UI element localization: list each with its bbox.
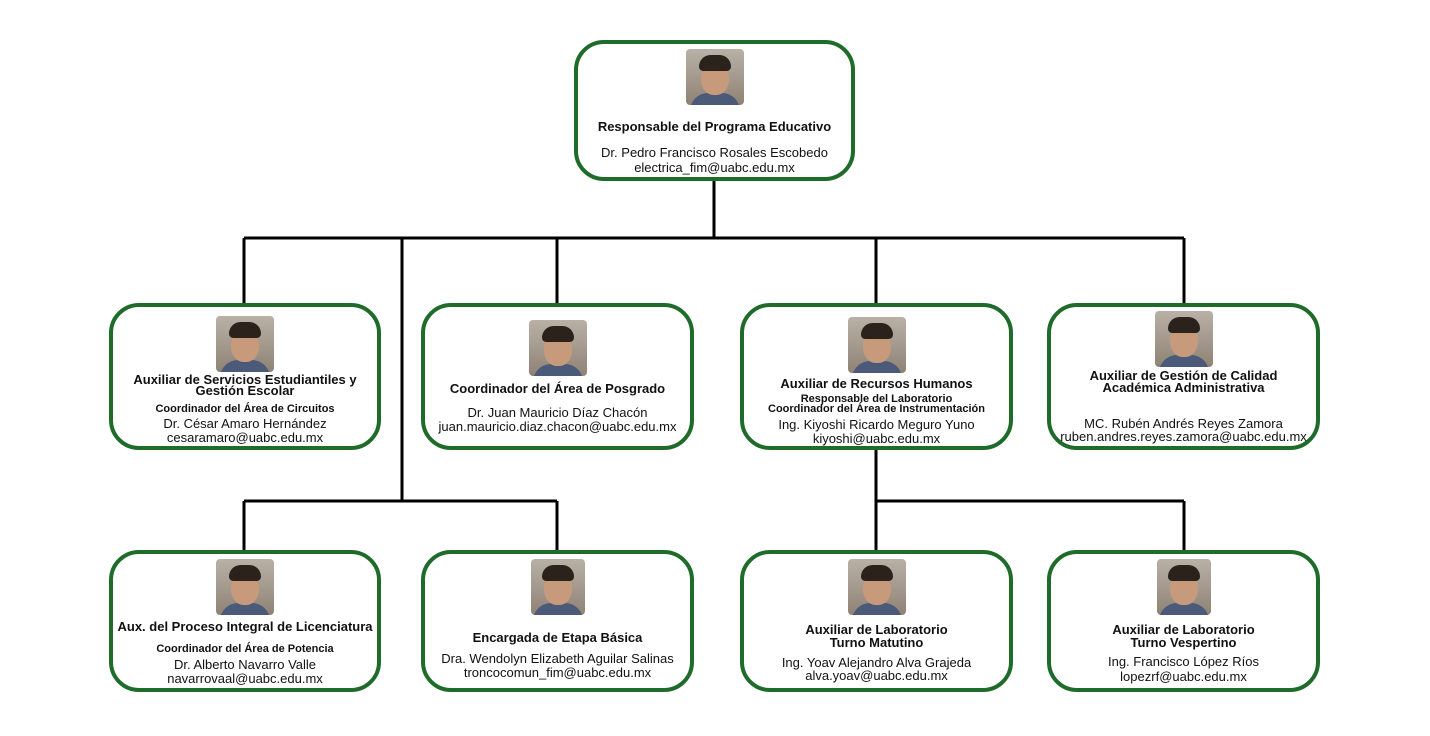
node-subrole-2: Coordinador del Área de Instrumentación xyxy=(768,403,985,415)
node-name: Dr. Juan Mauricio Díaz Chacón xyxy=(467,405,648,420)
node-role-line2: Académica Administrativa xyxy=(1102,380,1265,395)
avatar xyxy=(1154,311,1213,367)
node-basica: Encargada de Etapa Básica Dra. Wendolyn … xyxy=(421,550,694,692)
node-role: Auxiliar de Recursos Humanos xyxy=(780,376,973,391)
node-vespertino: Auxiliar de Laboratorio Turno Vespertino… xyxy=(1047,550,1320,692)
node-root: Responsable del Programa Educativo Dr. P… xyxy=(574,40,855,181)
node-name: Dra. Wendolyn Elizabeth Aguilar Salinas xyxy=(441,651,674,666)
node-email: kiyoshi@uabc.edu.mx xyxy=(812,431,941,446)
node-email: cesaramaro@uabc.edu.mx xyxy=(166,430,324,445)
avatar xyxy=(1156,559,1211,615)
node-role: Encargada de Etapa Básica xyxy=(472,630,643,645)
node-email: ruben.andres.reyes.zamora@uabc.edu.mx xyxy=(1060,429,1307,444)
node-rrhh: Auxiliar de Recursos Humanos Responsable… xyxy=(740,303,1013,450)
node-role-line2: Turno Matutino xyxy=(829,635,924,650)
node-subrole: Coordinador del Área de Potencia xyxy=(156,643,334,655)
node-licenciatura: Aux. del Proceso Integral de Licenciatur… xyxy=(109,550,381,692)
avatar xyxy=(528,320,587,376)
avatar xyxy=(847,317,906,373)
node-calidad: Auxiliar de Gestión de Calidad Académica… xyxy=(1047,303,1320,450)
node-name: Ing. Yoav Alejandro Alva Grajeda xyxy=(781,655,972,670)
node-role: Aux. del Proceso Integral de Licenciatur… xyxy=(117,619,373,634)
node-role: Responsable del Programa Educativo xyxy=(597,119,832,134)
node-role-line1: Auxiliar de Laboratorio xyxy=(1112,622,1255,637)
avatar xyxy=(216,316,274,372)
node-servicios: Auxiliar de Servicios Estudiantiles y Ge… xyxy=(109,303,381,450)
node-name: Dr. Alberto Navarro Valle xyxy=(173,657,317,672)
node-email: navarrovaal@uabc.edu.mx xyxy=(167,671,323,686)
node-role: Coordinador del Área de Posgrado xyxy=(449,381,666,396)
node-name: Ing. Kiyoshi Ricardo Meguro Yuno xyxy=(778,417,975,432)
node-email: alva.yoav@uabc.edu.mx xyxy=(805,668,948,683)
node-role-line2: Gestión Escolar xyxy=(195,383,295,398)
node-email: juan.mauricio.diaz.chacon@uabc.edu.mx xyxy=(438,419,677,434)
node-name: Dr. Pedro Francisco Rosales Escobedo xyxy=(601,145,828,160)
node-role-line2: Turno Vespertino xyxy=(1130,635,1237,650)
node-email: electrica_fim@uabc.edu.mx xyxy=(634,160,795,175)
avatar xyxy=(685,49,744,105)
avatar xyxy=(530,559,585,615)
node-subrole: Coordinador del Área de Circuitos xyxy=(155,403,335,415)
node-role-line1: Auxiliar de Gestión de Calidad xyxy=(1089,368,1278,383)
avatar xyxy=(847,559,906,615)
node-role-line1: Auxiliar de Servicios Estudiantiles y xyxy=(133,372,357,387)
node-email: lopezrf@uabc.edu.mx xyxy=(1120,669,1247,684)
avatar xyxy=(216,559,274,615)
node-posgrado: Coordinador del Área de Posgrado Dr. Jua… xyxy=(421,303,694,450)
node-role-line1: Auxiliar de Laboratorio xyxy=(805,622,948,637)
node-name: Ing. Francisco López Ríos xyxy=(1107,654,1260,669)
node-subrole-1: Responsable del Laboratorio xyxy=(800,393,953,405)
node-name: Dr. César Amaro Hernández xyxy=(163,416,327,431)
node-email: troncocomun_fim@uabc.edu.mx xyxy=(463,665,652,680)
node-name: MC. Rubén Andrés Reyes Zamora xyxy=(1084,416,1283,431)
node-matutino: Auxiliar de Laboratorio Turno Matutino I… xyxy=(740,550,1013,692)
